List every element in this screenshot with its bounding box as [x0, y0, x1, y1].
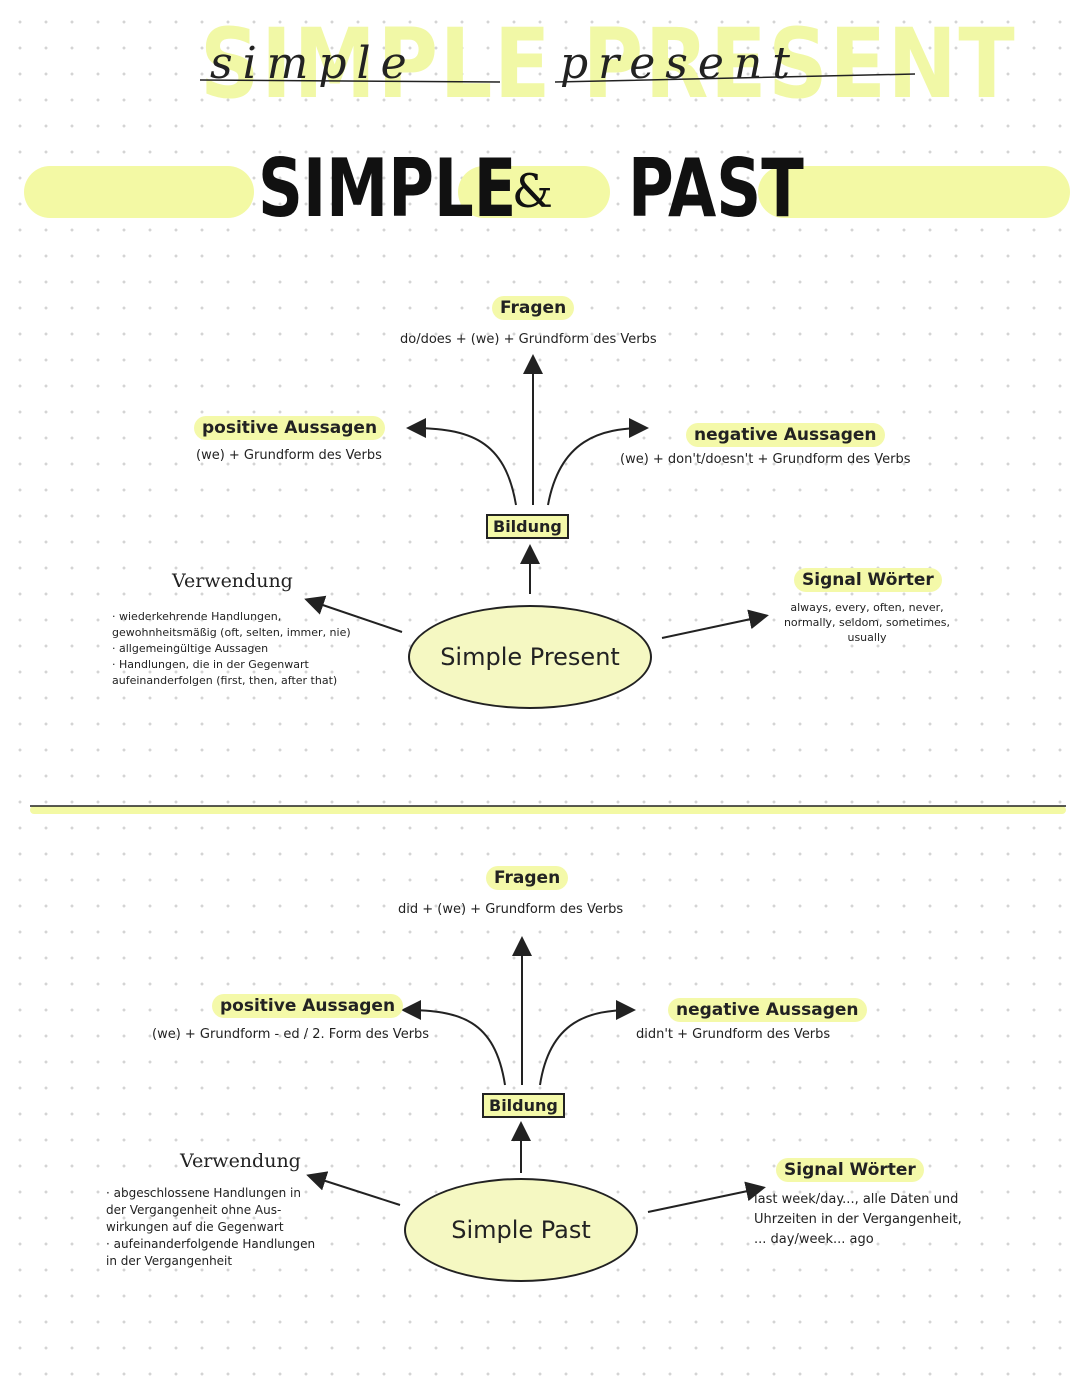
past-center-label: Simple Past: [451, 1216, 591, 1244]
list-item: · abgeschlossene Handlungen in: [106, 1186, 301, 1200]
list-item: gewohnheitsmäßig (oft, selten, immer, ni…: [112, 626, 351, 639]
present-verwendung-list: · wiederkehrende Handlungen, gewohnheits…: [112, 610, 351, 690]
highlight-band-left: [24, 166, 254, 218]
signal-line: usually: [847, 631, 887, 644]
list-item: · Handlungen, die in der Gegenwart: [112, 658, 309, 671]
present-negative-text: (we) + don't/doesn't + Grundform des Ver…: [620, 452, 911, 467]
signal-line: ... day/week... ago: [754, 1232, 874, 1247]
past-positive-text: (we) + Grundform - ed / 2. Form des Verb…: [152, 1027, 430, 1042]
present-fragen-text: do/does + (we) + Grundform des Verbs: [400, 332, 657, 347]
past-bildung-box: Bildung: [482, 1093, 565, 1118]
past-verwendung-title: Verwendung: [180, 1150, 301, 1172]
past-negative-text: didn't + Grundform des Verbs: [636, 1027, 831, 1042]
present-center-ellipse: Simple Present: [408, 605, 652, 709]
present-negative-title: negative Aussagen: [686, 423, 885, 447]
present-positive-text: (we) + Grundform des Verbs: [196, 448, 382, 463]
script-underline: [199, 73, 916, 83]
list-item: der Vergangenheit ohne Aus-: [106, 1203, 282, 1217]
signal-line: always, every, often, never,: [790, 601, 944, 614]
title-simple: SIMPLE: [258, 142, 517, 235]
past-negative-title: negative Aussagen: [668, 998, 867, 1022]
present-fragen-title: Fragen: [492, 296, 575, 320]
section-divider: [30, 805, 1066, 814]
title-ampersand: &: [512, 164, 553, 218]
list-item: · wiederkehrende Handlungen,: [112, 610, 282, 623]
present-bildung-box: Bildung: [486, 514, 569, 539]
present-center-label: Simple Present: [440, 643, 620, 671]
present-signal-words: always, every, often, never, normally, s…: [762, 600, 972, 645]
signal-line: last week/day..., alle Daten und: [754, 1192, 959, 1207]
past-fragen-title: Fragen: [486, 866, 569, 890]
past-signal-title: Signal Wörter: [776, 1158, 924, 1182]
list-item: · allgemeingültige Aussagen: [112, 642, 269, 655]
past-positive-title: positive Aussagen: [212, 994, 404, 1018]
present-positive-title: positive Aussagen: [194, 416, 386, 440]
list-item: aufeinanderfolgen (first, then, after th…: [112, 674, 338, 687]
present-signal-title: Signal Wörter: [794, 568, 942, 592]
past-fragen-text: did + (we) + Grundform des Verbs: [398, 902, 624, 917]
highlight-band-right: [758, 166, 1070, 218]
signal-line: Uhrzeiten in der Vergangenheit,: [754, 1212, 962, 1227]
list-item: wirkungen auf die Gegenwart: [106, 1220, 284, 1234]
list-item: in der Vergangenheit: [106, 1254, 233, 1268]
title-past: PAST: [628, 142, 804, 235]
past-signal-words: last week/day..., alle Daten und Uhrzeit…: [754, 1190, 1054, 1250]
past-center-ellipse: Simple Past: [404, 1178, 638, 1282]
list-item: · aufeinanderfolgende Handlungen: [106, 1237, 316, 1251]
highlight-band-middle: [458, 166, 610, 218]
signal-line: normally, seldom, sometimes,: [783, 616, 951, 629]
past-verwendung-list: · abgeschlossene Handlungen in der Verga…: [106, 1186, 315, 1271]
present-verwendung-title: Verwendung: [172, 570, 293, 592]
